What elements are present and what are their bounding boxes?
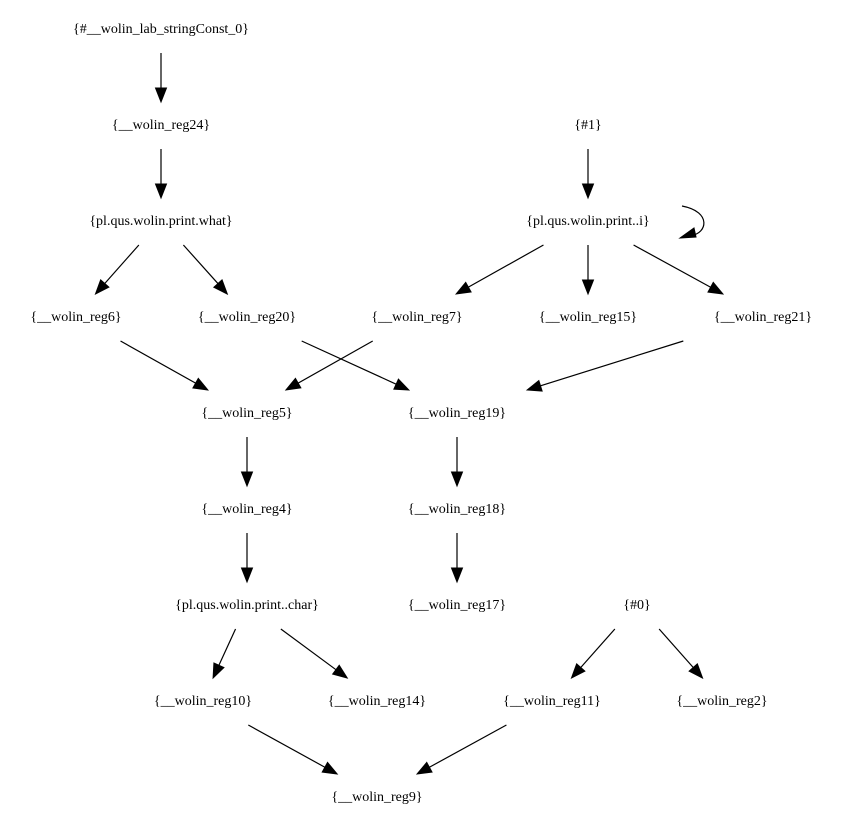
graph-edge	[154, 149, 168, 200]
graph-node: {__wolin_reg5}	[201, 406, 292, 421]
graph-edge	[240, 533, 254, 584]
graph-edge	[280, 628, 349, 679]
arrowhead	[393, 378, 411, 391]
nodes-layer: {#__wolin_lab_stringConst_0} {__wolin_reg…	[30, 22, 812, 805]
graph-node: {pl.qus.wolin.print..i}	[526, 214, 650, 229]
graph-node: {__wolin_reg7}	[371, 310, 462, 325]
graph-edge	[581, 245, 595, 296]
graph-node: {__wolin_reg19}	[408, 406, 506, 421]
arrowhead	[212, 279, 229, 296]
graph-node: {pl.qus.wolin.print.what}	[89, 214, 232, 229]
graph-edge	[525, 340, 684, 392]
arrowhead	[331, 664, 349, 679]
graph-node: {__wolin_reg21}	[714, 310, 812, 325]
arrowhead	[450, 471, 464, 488]
graph-edge	[450, 437, 464, 488]
arrowhead	[415, 761, 433, 775]
graph-edge	[182, 244, 229, 296]
graph-node: {__wolin_reg4}	[201, 502, 292, 517]
graph-edge	[154, 53, 168, 104]
graph-edge	[454, 244, 544, 295]
arrowhead	[525, 379, 543, 392]
graph-edge	[658, 628, 704, 680]
arrowhead	[707, 281, 725, 295]
graph-node: {#1}	[574, 118, 601, 133]
graph-node: {__wolin_reg6}	[30, 310, 121, 325]
arrowhead	[581, 279, 595, 296]
graph-edge	[581, 149, 595, 200]
arrowhead	[454, 281, 472, 295]
graph-node: {__wolin_reg18}	[408, 502, 506, 517]
graph-edge	[94, 244, 140, 296]
arrowhead	[321, 761, 339, 775]
graph-node: {__wolin_reg11}	[503, 694, 601, 709]
arrowhead	[240, 567, 254, 584]
arrowhead	[688, 663, 704, 680]
graph-edge	[450, 533, 464, 584]
graph-edge	[301, 340, 411, 391]
graph-edge	[633, 244, 725, 295]
graph-node: {#0}	[623, 598, 650, 613]
graph-node: {#__wolin_lab_stringConst_0}	[73, 22, 249, 37]
arrowhead	[192, 377, 210, 391]
graph-node: {__wolin_reg15}	[539, 310, 637, 325]
graph-node: {__wolin_reg20}	[198, 310, 296, 325]
edges-layer	[94, 53, 725, 775]
arrowhead	[284, 377, 302, 391]
graph-node: {__wolin_reg24}	[112, 118, 210, 133]
arrowhead	[581, 183, 595, 200]
graph-node: {__wolin_reg9}	[331, 790, 422, 805]
arrowhead	[678, 227, 697, 239]
arrowhead	[154, 183, 168, 200]
graph-edge	[212, 628, 237, 680]
graph-edge	[120, 340, 210, 391]
graph-edge-self-loop	[678, 205, 705, 239]
graph-edge	[248, 724, 339, 775]
graph-edge	[570, 628, 616, 680]
graph-edge	[415, 724, 507, 775]
arrowhead	[570, 663, 586, 680]
arrowhead	[154, 87, 168, 104]
arrowhead	[240, 471, 254, 488]
arrowhead	[450, 567, 464, 584]
graph-node: {__wolin_reg10}	[154, 694, 252, 709]
graph-node: {__wolin_reg2}	[676, 694, 767, 709]
arrowhead	[94, 279, 110, 296]
graph-node: {__wolin_reg17}	[408, 598, 506, 613]
graph-edge	[240, 437, 254, 488]
graph-node: {pl.qus.wolin.print..char}	[175, 598, 319, 613]
graph-node: {__wolin_reg14}	[328, 694, 426, 709]
arrowhead	[212, 662, 225, 680]
graph-edge	[284, 340, 374, 391]
